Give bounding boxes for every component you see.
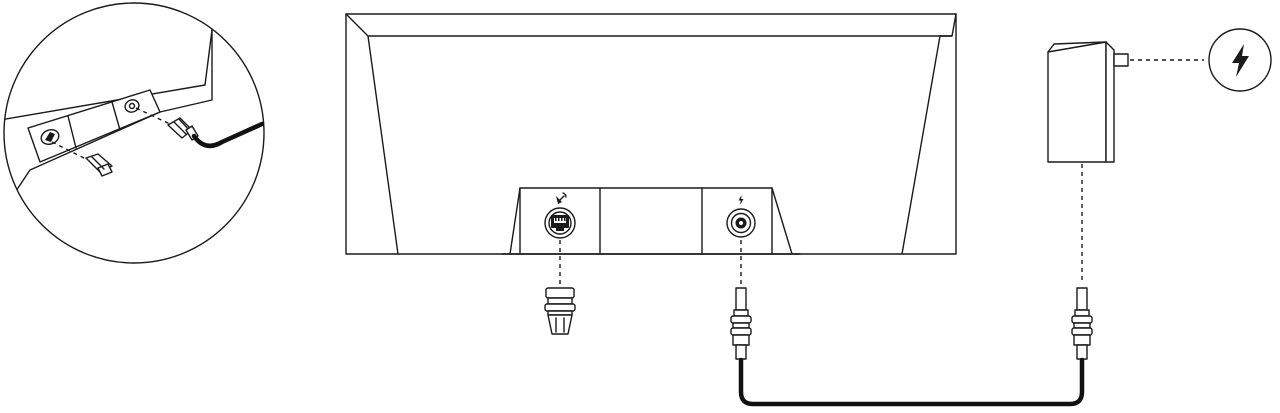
inset-ethernet-plug	[85, 153, 113, 177]
zoom-inset	[3, 2, 265, 264]
power-adapter	[1047, 41, 1129, 163]
port-panel	[501, 187, 801, 255]
inset-cable	[191, 121, 264, 149]
inset-device-edge	[4, 29, 213, 121]
power-cable	[738, 357, 1085, 407]
inset-power-port	[124, 99, 140, 113]
device-left-bevel	[367, 35, 399, 255]
lightning-icon	[1208, 28, 1272, 92]
device-right-bevel	[901, 35, 941, 255]
power-jack-icon	[726, 208, 756, 238]
device-rear	[345, 13, 957, 255]
power-cable-plug-adapter	[1071, 287, 1093, 360]
satellite-dish-icon	[556, 192, 567, 204]
device-outline	[345, 13, 957, 255]
ethernet-plug	[544, 287, 576, 335]
inset-port-panel	[27, 89, 161, 163]
lightning-small-icon	[738, 195, 744, 205]
adapter-prong	[1113, 53, 1129, 67]
ethernet-port-icon	[544, 207, 576, 239]
inset-circle	[3, 2, 265, 264]
power-cable-plug-device	[730, 287, 752, 360]
